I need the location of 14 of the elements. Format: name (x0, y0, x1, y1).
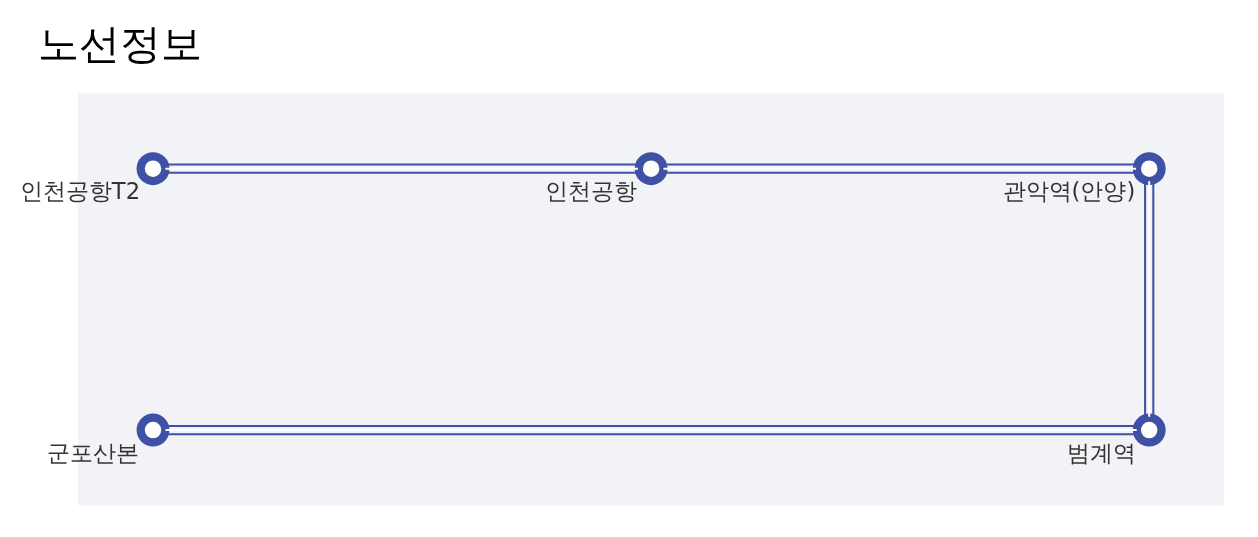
node-circle (136, 152, 169, 186)
connector (663, 163, 1136, 174)
node-circle (1132, 413, 1166, 447)
node-label: 인천공항 (544, 178, 637, 205)
node-circle (136, 413, 169, 447)
connector (164, 163, 638, 174)
node-circle (1132, 152, 1166, 186)
connector (1143, 181, 1154, 417)
node-label: 인천공항T2 (19, 178, 140, 205)
node-label: 관악역(안양) (1002, 178, 1135, 205)
node-label: 범계역 (1066, 439, 1136, 466)
connector (165, 424, 1137, 436)
node-label: 군포산본 (46, 439, 139, 466)
diagram-title: 노선정보 (37, 19, 202, 68)
